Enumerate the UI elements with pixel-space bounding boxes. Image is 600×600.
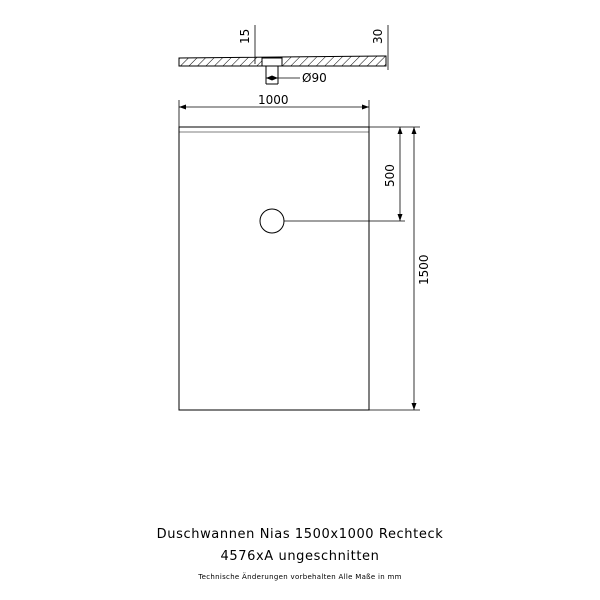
- drain-circle: [259, 208, 285, 234]
- dim-500-arrow-bottom: [397, 214, 403, 221]
- drawing-title: Duschwannen Nias 1500x1000 Rechteck: [156, 527, 444, 542]
- dim-diameter-arrow-right: [272, 75, 278, 81]
- article-number: 4576xA ungeschnitten: [220, 549, 380, 564]
- dim-500-arrow-top: [397, 127, 403, 134]
- plan-view: 1000 1500 500: [178, 93, 431, 411]
- technical-note: Technische Änderungen vorbehalten Alle M…: [198, 573, 402, 581]
- dim-1000-arrow-right: [362, 104, 369, 110]
- tray-outline: [178, 126, 370, 411]
- dim-500-label: 500: [383, 164, 397, 187]
- dim-1500-arrow-top: [411, 127, 417, 134]
- dim-1500-label: 1500: [417, 254, 431, 285]
- side-section-view: 15 30 Ø90: [178, 25, 389, 85]
- drain-channel: [261, 57, 283, 67]
- dim-1500-arrow-bottom: [411, 403, 417, 410]
- dim-30-label: 30: [371, 29, 385, 44]
- dim-diameter-arrow-left: [266, 75, 272, 81]
- dim-15-label: 15: [238, 29, 252, 44]
- dim-1000-label: 1000: [258, 93, 289, 107]
- dim-diameter-label: Ø90: [302, 71, 327, 85]
- dim-1000-arrow-left: [179, 104, 186, 110]
